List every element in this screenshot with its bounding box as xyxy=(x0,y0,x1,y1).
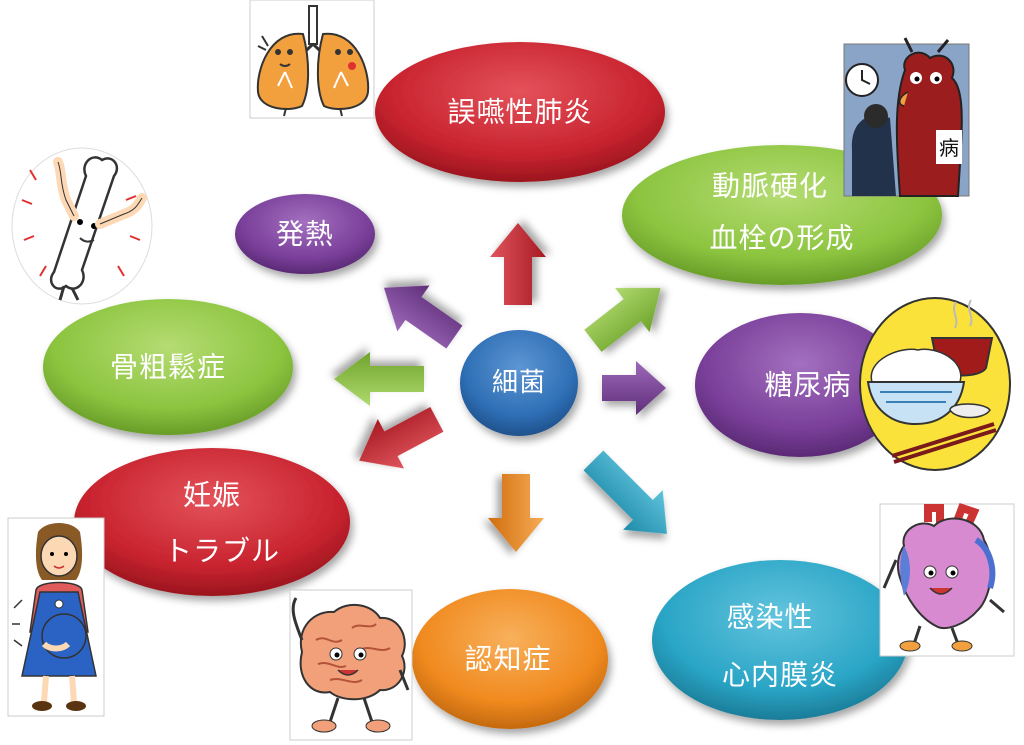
node-center-bacteria: 細菌 xyxy=(460,330,578,436)
label-diabetes: 糖尿病 xyxy=(764,369,851,402)
node-pregnancy: 妊娠 トラブル xyxy=(74,448,350,596)
node-diabetes: 糖尿病 xyxy=(695,313,905,457)
label-atherosclerosis-line2: 血栓の形成 xyxy=(709,222,854,255)
label-pregnancy-line2: トラブル xyxy=(164,535,280,568)
heart-illustration xyxy=(879,502,1015,657)
arrow-to-dementia xyxy=(488,474,544,552)
label-pregnancy-line1: 妊娠 xyxy=(183,479,241,512)
node-dementia: 認知症 xyxy=(412,589,608,729)
lungs-illustration xyxy=(249,0,375,119)
node-endocarditis: 感染性 心内膜炎 xyxy=(652,560,908,720)
arrow-to-aspiration-pneumonia xyxy=(490,223,546,305)
label-osteoporosis: 骨粗鬆症 xyxy=(110,351,226,384)
svg-text:病: 病 xyxy=(939,136,959,160)
label-endocarditis-line1: 感染性 xyxy=(726,601,813,634)
arrow-to-pregnancy xyxy=(359,406,444,469)
arrow-to-fever xyxy=(383,285,463,349)
brain-illustration xyxy=(289,589,413,741)
rice-meal-illustration xyxy=(859,297,1011,471)
label-aspiration-pneumonia: 誤嚥性肺炎 xyxy=(447,96,592,129)
arrow-to-diabetes xyxy=(602,361,666,415)
label-center-bacteria: 細菌 xyxy=(492,368,546,398)
node-osteoporosis: 骨粗鬆症 xyxy=(43,299,293,435)
node-aspiration-pneumonia: 誤嚥性肺炎 xyxy=(375,42,665,182)
label-atherosclerosis-line1: 動脈硬化 xyxy=(712,170,828,203)
germ-devil-illustration: 病 xyxy=(843,37,970,197)
label-endocarditis-line2: 心内膜炎 xyxy=(722,659,838,692)
bone-illustration xyxy=(11,147,153,305)
arrow-to-atherosclerosis xyxy=(584,287,661,352)
arrows xyxy=(334,223,667,552)
label-fever: 発熱 xyxy=(276,218,334,251)
arrow-to-endocarditis xyxy=(583,450,667,534)
pregnant-woman-illustration xyxy=(7,517,105,717)
label-dementia: 認知症 xyxy=(464,643,551,676)
arrow-to-osteoporosis xyxy=(334,352,424,406)
node-fever: 発熱 xyxy=(235,194,375,274)
